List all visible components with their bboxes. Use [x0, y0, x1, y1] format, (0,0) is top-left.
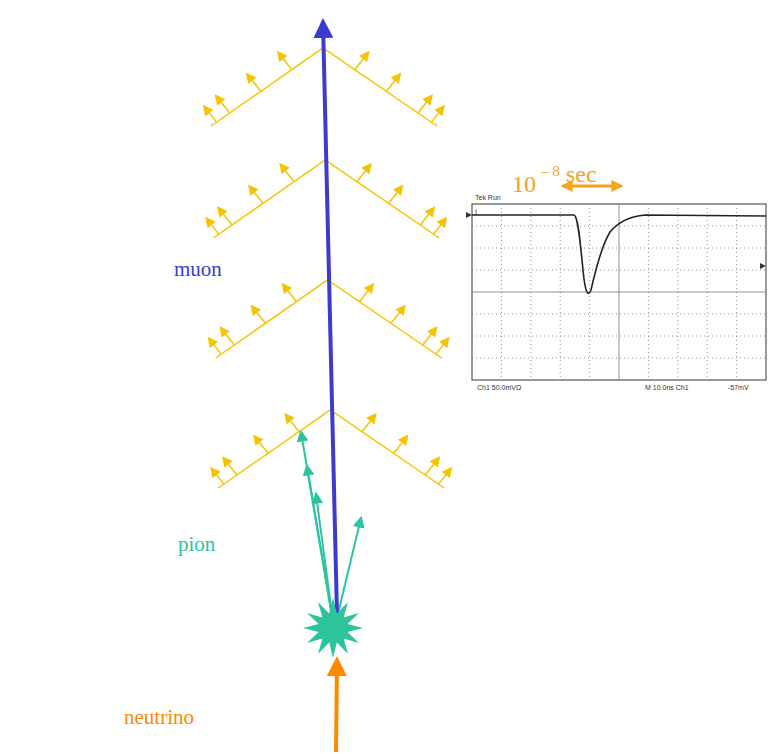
scope-text: Tek Run [475, 194, 501, 201]
scope-text: -57mV [728, 384, 749, 391]
muon-track [323, 22, 337, 615]
scope-text: M 10.0ns Ch1 [645, 384, 689, 391]
particle-label: muon [174, 259, 222, 280]
scope-text: 1 [474, 209, 478, 216]
particle-label: neutrino [124, 707, 194, 728]
neutrino-arrow [336, 660, 337, 752]
time-exponent: – 8 [541, 164, 560, 179]
particle-label: pion [178, 534, 215, 555]
oscilloscope-trace [466, 204, 766, 380]
time-unit: sec [566, 162, 597, 186]
scope-text: Ch1 50.0mVΩ [477, 384, 521, 391]
pion-tracks [301, 432, 361, 622]
time-label: 10 [512, 172, 536, 196]
interaction-star [303, 598, 363, 658]
